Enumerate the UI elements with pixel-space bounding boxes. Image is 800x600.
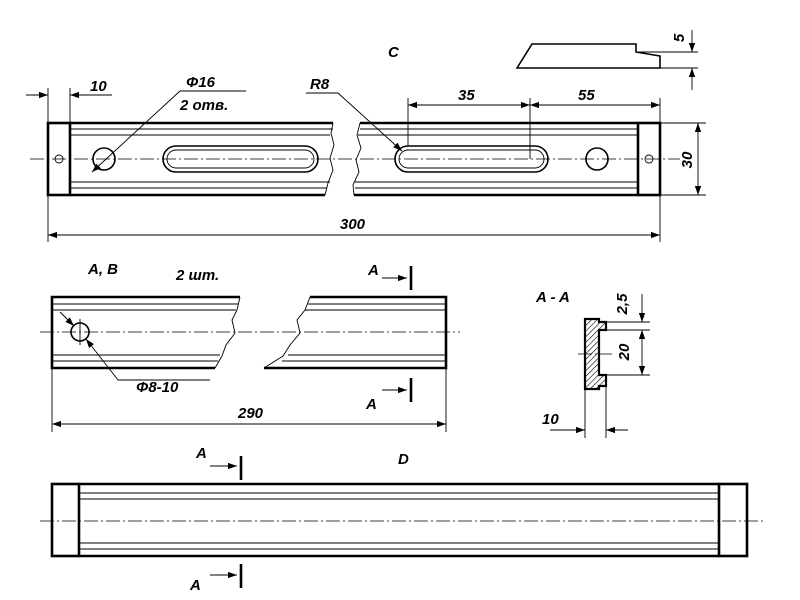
part-ab-section-letter-top: A — [367, 262, 379, 279]
part-ab-rail-left — [50, 295, 241, 370]
part-d-left-end-block — [50, 482, 81, 558]
part-ab-quantity: 2 шт. — [175, 267, 219, 284]
part-c-view: 5 C — [26, 30, 706, 242]
part-c-hole-count: 2 отв. — [179, 97, 228, 114]
section-aa-dim-height: 20 — [616, 343, 633, 361]
part-ab-section-mark-top: A — [367, 262, 413, 290]
part-c-hole-right — [585, 147, 609, 171]
part-ab-label: A, B — [87, 261, 118, 278]
part-ab-rail-right — [263, 295, 448, 370]
part-c-rail-right — [352, 121, 638, 197]
part-ab-hole-diameter: Φ8-10 — [136, 379, 179, 396]
part-d-rail — [79, 482, 719, 558]
part-d-section-mark-bottom: A — [189, 564, 243, 594]
part-c-profile-sketch — [515, 43, 661, 69]
part-c-dim-total-length: 300 — [340, 216, 366, 233]
section-aa-label: A - A — [535, 289, 570, 306]
part-c-slot-left-inner — [166, 149, 315, 169]
part-c-dim-height: 30 — [679, 151, 696, 168]
part-c-label: C — [388, 44, 400, 61]
part-ab-section-letter-bottom: A — [365, 396, 377, 413]
part-c-dim-slot-length: 35 — [458, 87, 475, 104]
part-c-dim-hole-offset: 10 — [90, 78, 107, 95]
section-aa-dim-lip: 2,5 — [614, 293, 631, 316]
part-c-pin-hole-left — [54, 154, 64, 164]
part-c-rail-left — [70, 121, 335, 197]
part-c-slot-right-inner — [398, 149, 545, 169]
part-c-slot-right — [394, 145, 549, 173]
part-d-section-letter-top: A — [195, 445, 207, 462]
part-c-slot-left — [162, 145, 319, 173]
section-aa-dim-width: 10 — [542, 411, 559, 428]
part-c-dim-profile-height: 5 — [671, 33, 688, 42]
part-d-section-mark-top: A — [195, 445, 243, 480]
part-c-hole-diameter: Φ16 — [186, 74, 216, 91]
part-ab-dim-total-length: 290 — [237, 405, 264, 422]
part-d-right-end-block — [717, 482, 749, 558]
part-c-dim-hole-spacing: 55 — [578, 87, 595, 104]
part-d-section-letter-bottom: A — [189, 577, 201, 594]
part-d-view: D A A — [40, 445, 765, 594]
part-d-label: D — [398, 451, 409, 468]
section-aa-view: A - A 2,5 20 10 — [535, 289, 650, 438]
part-c-hole-left — [92, 147, 116, 171]
part-c-pin-hole-right — [644, 154, 654, 164]
part-c-slot-radius: R8 — [310, 76, 330, 93]
part-ab-view: A, B 2 шт. Φ8-10 — [40, 261, 460, 432]
part-ab-section-mark-bottom: A — [365, 378, 413, 413]
